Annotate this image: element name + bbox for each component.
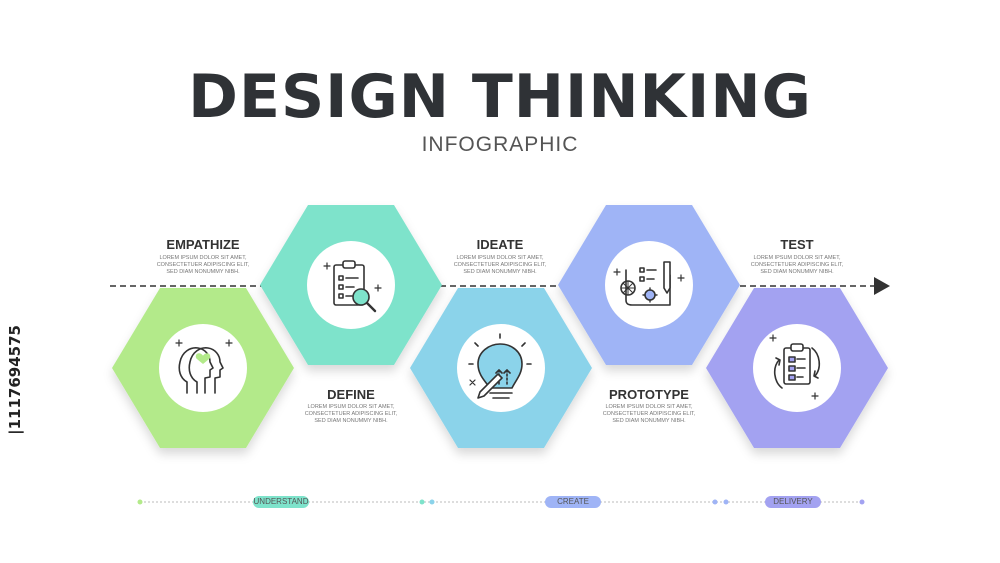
stage-desc-test: LOREM IPSUM DOLOR SIT AMET,CONSECTETUER … — [750, 255, 844, 275]
stage-title-empathize: EMPATHIZE — [166, 237, 240, 252]
clipboard-cycle-icon — [769, 334, 821, 400]
stage-desc-ideate: LOREM IPSUM DOLOR SIT AMET,CONSECTETUER … — [453, 255, 547, 275]
flow-arrow-head — [874, 277, 890, 295]
stage-title-test: TEST — [780, 237, 814, 252]
blueprint-pencil-icon — [613, 261, 685, 306]
stage-desc-empathize: LOREM IPSUM DOLOR SIT AMET,CONSECTETUER … — [156, 255, 250, 275]
lightbulb-pencil-icon — [468, 333, 532, 399]
phase-delivery: DELIVERY — [765, 496, 821, 508]
stage-desc-define: LOREM IPSUM DOLOR SIT AMET,CONSECTETUER … — [304, 404, 398, 424]
heads-heart-icon — [175, 339, 233, 394]
phase-understand: UNDERSTAND — [253, 496, 309, 508]
clipboard-search-icon — [323, 260, 382, 313]
stage-desc-prototype: LOREM IPSUM DOLOR SIT AMET,CONSECTETUER … — [602, 404, 696, 424]
page-title: DESIGN THINKING — [188, 62, 812, 132]
stage-title-ideate: IDEATE — [476, 237, 524, 252]
page-subtitle: INFOGRAPHIC — [421, 133, 579, 156]
phase-create: CREATE — [545, 496, 601, 508]
stage-title-define: DEFINE — [327, 387, 375, 402]
stage-title-prototype: PROTOTYPE — [609, 387, 689, 402]
